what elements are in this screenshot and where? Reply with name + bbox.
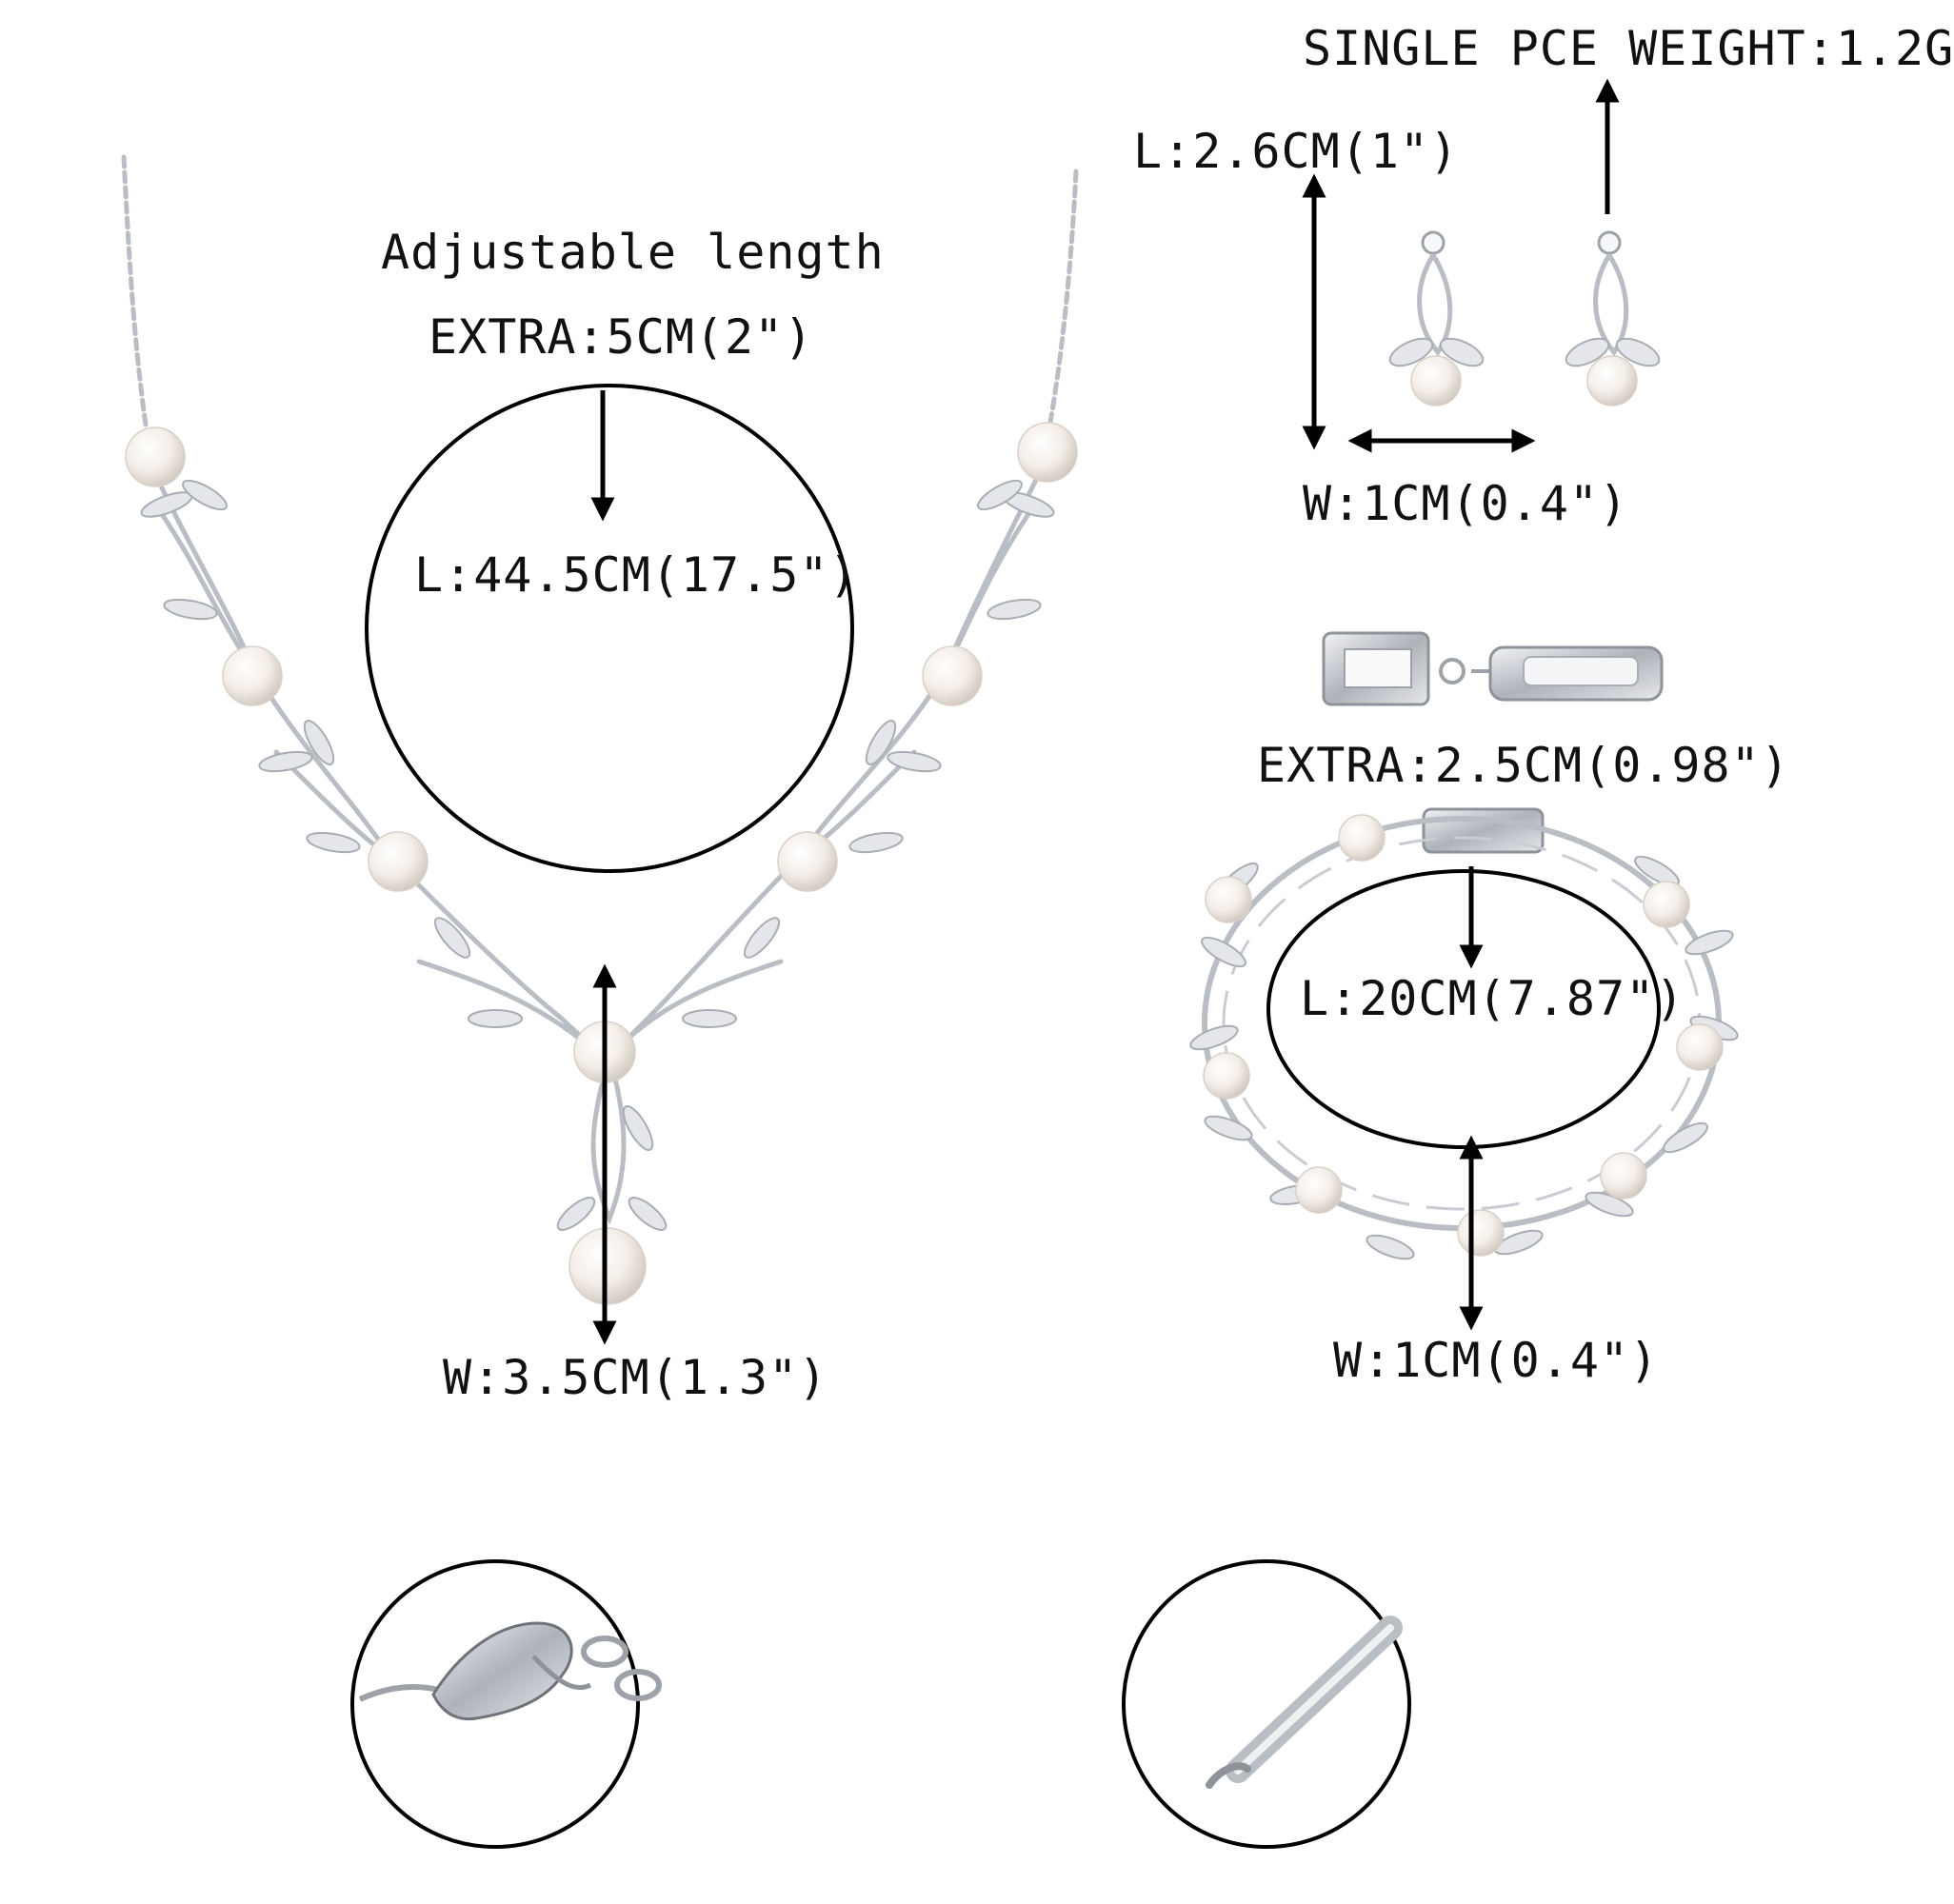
earring-length-label: L:2.6CM(1") bbox=[1133, 124, 1460, 179]
necklace-vine-left bbox=[145, 454, 612, 1060]
earring-width-label: W:1CM(0.4") bbox=[1303, 476, 1629, 531]
extender-clasp bbox=[1322, 631, 1664, 706]
necklace-chain-left bbox=[121, 154, 150, 441]
necklace-pearls bbox=[125, 422, 1078, 1305]
necklace-length-circle bbox=[365, 384, 854, 873]
necklace-adjustable-label: Adjustable length bbox=[381, 225, 885, 280]
necklace-width-label: W:3.5CM(1.3") bbox=[443, 1350, 828, 1405]
earrings bbox=[1388, 230, 1661, 407]
necklace-chain-right bbox=[1045, 169, 1079, 441]
necklace-extra-label: EXTRA:5CM(2") bbox=[429, 309, 814, 365]
jewelry-set-illustration bbox=[121, 78, 1739, 1849]
earring-right bbox=[1565, 230, 1661, 407]
necklace-length-label: L:44.5CM(17.5") bbox=[414, 547, 859, 603]
earring-left bbox=[1388, 230, 1485, 407]
bracelet-length-label: L:20CM(7.87") bbox=[1300, 971, 1685, 1026]
bracelet-width-label: W:1CM(0.4") bbox=[1333, 1333, 1660, 1388]
bracelet bbox=[1189, 807, 1739, 1260]
necklace-leaves bbox=[140, 479, 1055, 1231]
bracelet-extra-label: EXTRA:2.5CM(0.98") bbox=[1257, 738, 1790, 793]
detail-earring-post bbox=[1122, 1559, 1411, 1849]
detail-lobster-clasp bbox=[350, 1559, 662, 1849]
earring-weight-label: SINGLE PCE WEIGHT:1.2G bbox=[1303, 21, 1954, 76]
